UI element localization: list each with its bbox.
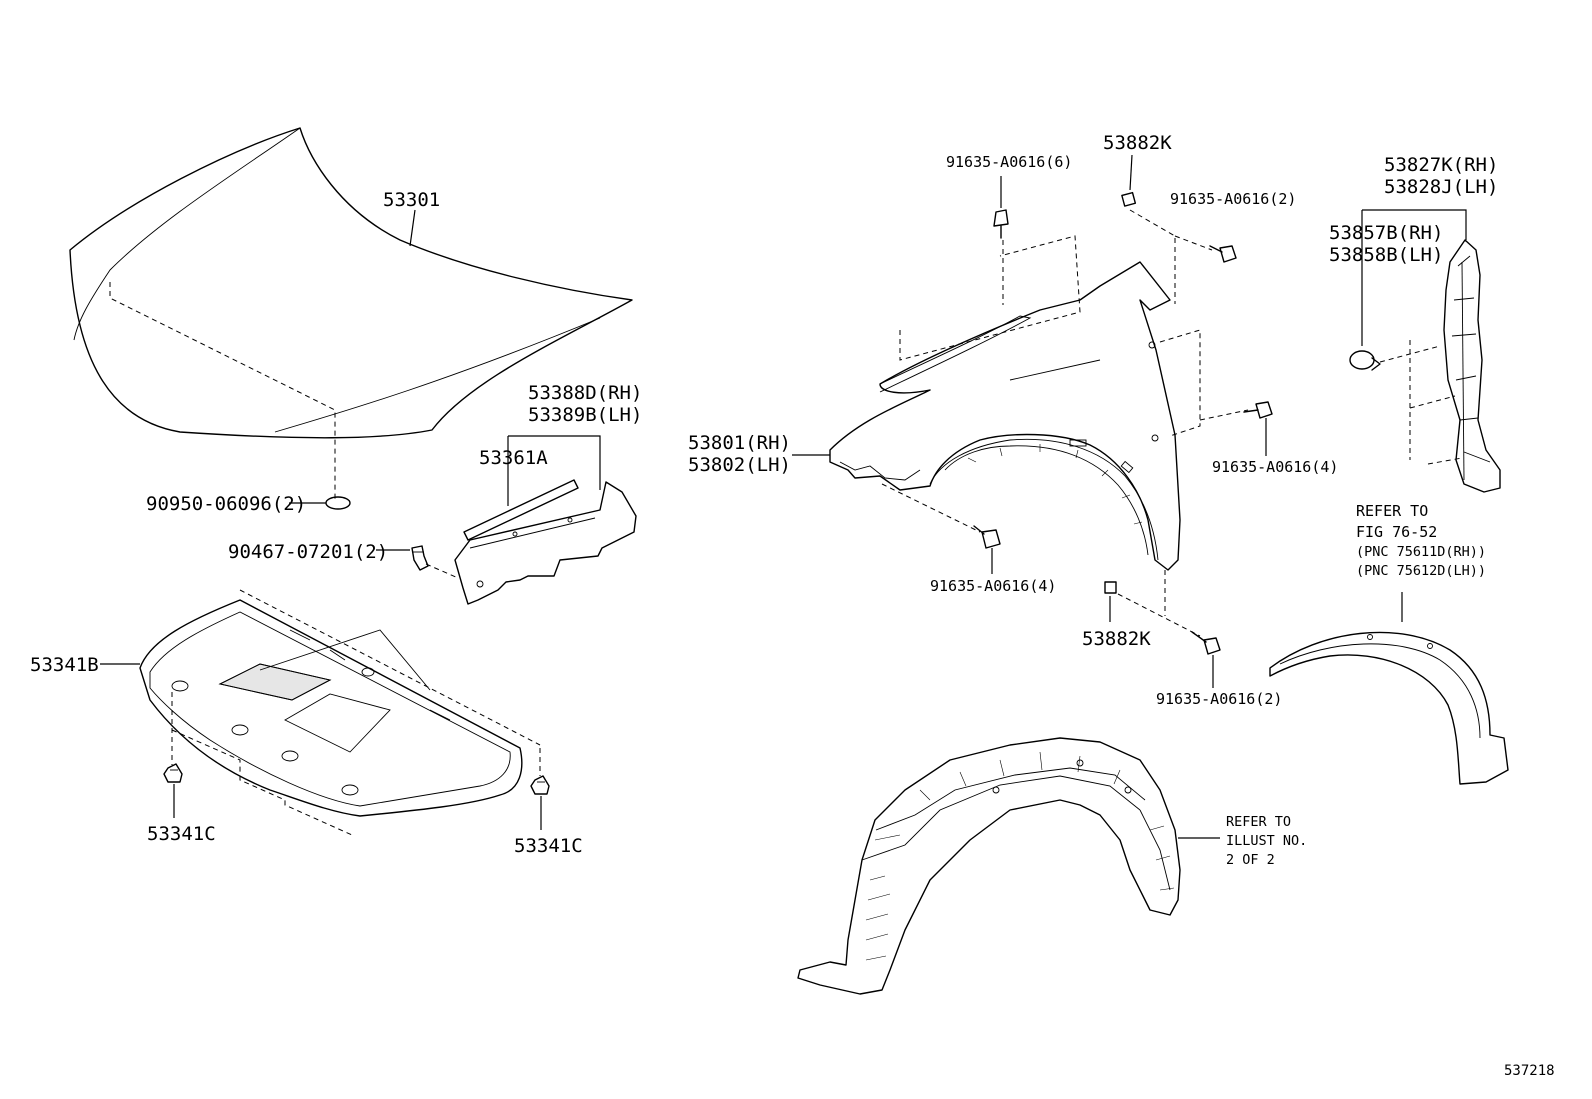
label-retainer-left: 53341C: [147, 823, 216, 845]
label-hood: 53301: [383, 189, 440, 211]
hood-insulator[interactable]: [139, 599, 523, 817]
label-clip-90467: 90467-07201(2): [228, 541, 388, 563]
bolt-top[interactable]: [993, 209, 1009, 239]
label-clip-lh: 53858B(LH): [1329, 244, 1443, 266]
clip-90467[interactable]: [411, 545, 429, 571]
front-fender[interactable]: [829, 261, 1181, 571]
label-nut-top: 53882K: [1103, 132, 1172, 154]
nut-bottom[interactable]: [1104, 581, 1117, 594]
label-bolt-top: 91635-A0616(6): [946, 153, 1072, 171]
label-seal-strip: 53361A: [479, 447, 548, 469]
figure-number: 537218: [1504, 1063, 1555, 1079]
bolt-mid-right[interactable]: [1243, 401, 1273, 419]
nut-top[interactable]: [1121, 191, 1137, 207]
label-nut-bottom: 53882K: [1082, 628, 1151, 650]
hood-seal-panel[interactable]: [454, 481, 637, 605]
label-refer-illust-1: REFER TO: [1226, 814, 1291, 830]
bolt-bottom[interactable]: [973, 525, 1001, 549]
label-refer-fig-2: FIG 76-52: [1356, 523, 1437, 541]
hood-cushion[interactable]: [325, 496, 351, 510]
retainer-right[interactable]: [530, 775, 550, 795]
label-bolt-top-right: 91635-A0616(2): [1170, 190, 1296, 208]
label-seal-lh: 53389B(LH): [528, 404, 642, 426]
label-seal-fender-lh: 53828J(LH): [1384, 176, 1498, 198]
label-refer-fig-1: REFER TO: [1356, 502, 1428, 520]
label-refer-illust-3: 2 OF 2: [1226, 852, 1275, 868]
bolt-top-right[interactable]: [1209, 245, 1237, 263]
hood-seal-strip[interactable]: [463, 479, 579, 541]
label-bolt-mid-right: 91635-A0616(4): [1212, 458, 1338, 476]
bolt-bottom-right[interactable]: [1191, 631, 1221, 655]
label-insulator: 53341B: [30, 654, 99, 676]
label-clip-rh: 53857B(RH): [1329, 222, 1443, 244]
label-bolt-bottom: 91635-A0616(4): [930, 577, 1056, 595]
label-bolt-bottom-right: 91635-A0616(2): [1156, 690, 1282, 708]
hood-panel[interactable]: [69, 127, 633, 439]
label-retainer-right: 53341C: [514, 835, 583, 857]
fender-liner[interactable]: [797, 737, 1181, 995]
label-fender-rh: 53801(RH): [688, 432, 791, 454]
label-seal-rh: 53388D(RH): [528, 382, 642, 404]
label-hood-cushion: 90950-06096(2): [146, 493, 306, 515]
label-fender-lh: 53802(LH): [688, 454, 791, 476]
label-refer-fig-3: (PNC 75611D(RH)): [1356, 544, 1486, 560]
fender-seal[interactable]: [1443, 239, 1501, 493]
fender-clip[interactable]: [1349, 350, 1381, 371]
fender-flare[interactable]: [1269, 631, 1509, 785]
label-refer-illust-2: ILLUST NO.: [1226, 833, 1307, 849]
label-refer-fig-4: (PNC 75612D(LH)): [1356, 563, 1486, 579]
retainer-left[interactable]: [163, 763, 183, 783]
label-seal-fender-rh: 53827K(RH): [1384, 154, 1498, 176]
